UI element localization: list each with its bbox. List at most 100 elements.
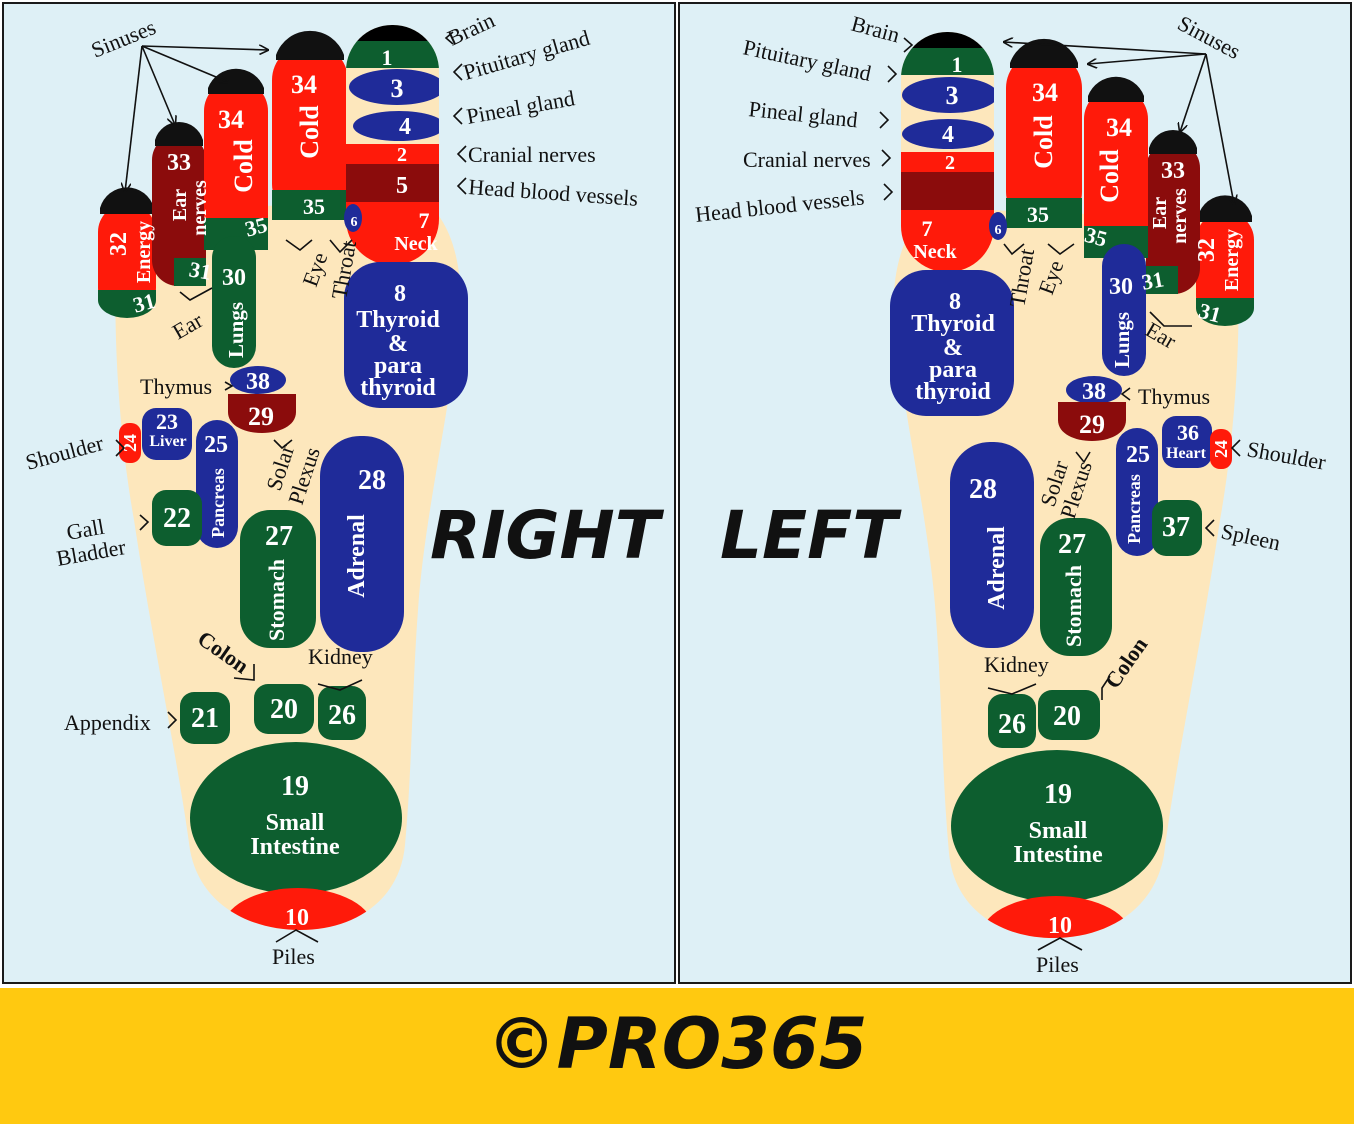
- left-zone-6: 6: [995, 223, 1002, 238]
- left-adrenal-label: Adrenal: [984, 526, 1010, 610]
- left-leader-lines: [879, 38, 1241, 951]
- left-neck-label: Neck: [913, 241, 957, 263]
- right-thymus-shape: [230, 366, 286, 394]
- left-zone-26: 26: [998, 709, 1026, 740]
- right-thyroid-shape: [344, 262, 468, 408]
- right-zone-4: 4: [399, 114, 411, 140]
- left-zone-4: 4: [942, 122, 954, 148]
- left-stomach-shape: [1040, 518, 1112, 656]
- footer-band: [0, 988, 1354, 1124]
- right-liver-label: Liver: [149, 433, 186, 450]
- right-zone-31-toe4: 31: [187, 256, 213, 284]
- left-zone-32: 32: [1194, 238, 1220, 262]
- right-sinuses-label: Sinuses: [88, 14, 160, 62]
- right-shoulder-shape: [119, 423, 141, 463]
- left-zone-8: 8: [949, 289, 961, 315]
- left-zone-27: 27: [1058, 529, 1086, 560]
- right-kidney-shape: [318, 686, 366, 740]
- left-pituitary-label: Pituitary gland: [741, 34, 874, 86]
- right-small-intestine-shape: [190, 742, 402, 894]
- right-head-blood-label: Head blood vessels: [468, 174, 639, 211]
- right-thyroid-3: para: [374, 353, 422, 379]
- right-lungs-shape: [212, 236, 256, 368]
- left-toe-fourth: [1146, 130, 1200, 294]
- right-zone-27: 27: [265, 521, 293, 552]
- right-zone-26: 26: [328, 700, 356, 731]
- right-solar-plexus-shape: [228, 394, 296, 433]
- right-thyroid-4: thyroid: [360, 375, 436, 401]
- right-leader-lines: [115, 31, 467, 943]
- right-ear-nerves-2: nerves: [189, 180, 211, 236]
- right-colon-shape: [254, 684, 314, 734]
- left-zone-28: 28: [969, 474, 997, 505]
- left-brain-label: Brain: [849, 11, 903, 48]
- left-pancreas-shape: [1116, 428, 1158, 556]
- left-small-intestine-1: Small: [1029, 818, 1088, 844]
- reflexology-diagram: 1 3 4 2 5 7 Neck 6 34 Cold 34 Cold 33 Ea…: [23, 7, 1329, 977]
- right-zone-30: 30: [222, 265, 246, 291]
- right-thymus-label: Thymus: [140, 374, 212, 399]
- left-shoulder-label: Shoulder: [1245, 436, 1328, 475]
- right-piles-shape: [222, 888, 374, 930]
- left-zone-38: 38: [1082, 379, 1106, 405]
- left-zone-35-toe2: 35: [1027, 202, 1049, 227]
- right-zone-6-shape: [344, 204, 362, 232]
- left-pineal-label: Pineal gland: [747, 96, 858, 132]
- left-spleen-label: Spleen: [1219, 518, 1283, 555]
- right-toe-big: [346, 25, 439, 265]
- left-cold-toe3: Cold: [1095, 149, 1124, 203]
- left-thymus-label: Thymus: [1138, 384, 1210, 409]
- left-piles-shape: [980, 896, 1132, 938]
- right-appendix-shape: [180, 692, 230, 744]
- left-head-blood-label: Head blood vessels: [694, 184, 866, 227]
- right-zone-6: 6: [351, 215, 358, 230]
- left-solar-plexus-shape: [1058, 402, 1126, 441]
- left-zone-2: 2: [945, 152, 955, 174]
- left-kidney-label: Kidney: [984, 652, 1049, 677]
- left-zone-6-shape: [989, 212, 1007, 240]
- right-zone-10: 10: [285, 905, 309, 931]
- left-stomach-label: Stomach: [1061, 565, 1086, 647]
- right-appendix-label: Appendix: [64, 710, 151, 735]
- right-pancreas-label: Pancreas: [208, 468, 228, 538]
- left-thyroid-1: Thyroid: [911, 311, 995, 337]
- left-zone-20: 20: [1053, 701, 1081, 732]
- left-ear-nerves-1: Ear: [1149, 197, 1171, 229]
- right-adrenal-label: Adrenal: [344, 514, 370, 598]
- right-zone-32: 32: [106, 232, 132, 256]
- right-gall-bladder-shape: [152, 490, 202, 546]
- right-zone-7: 7: [419, 208, 430, 233]
- left-ear-nerves-2: nerves: [1169, 188, 1191, 244]
- left-energy-label: Energy: [1221, 229, 1243, 291]
- right-pancreas-shape: [196, 420, 238, 548]
- left-zone-1: 1: [952, 52, 963, 77]
- left-shoulder-shape: [1210, 429, 1232, 469]
- left-pancreas-label: Pancreas: [1124, 474, 1144, 544]
- left-piles-label: Piles: [1036, 952, 1079, 977]
- right-shoulder-label: Shoulder: [23, 430, 107, 475]
- right-toe-little: [98, 187, 156, 318]
- left-spleen-shape: [1152, 500, 1202, 556]
- left-lungs-shape: [1102, 244, 1146, 376]
- left-adrenal-shape: [950, 442, 1034, 648]
- right-zone-38: 38: [246, 369, 270, 395]
- right-zone-5: 5: [396, 173, 408, 199]
- right-zone-1: 1: [382, 45, 393, 70]
- left-heart-label: Heart: [1166, 445, 1207, 462]
- right-kidney-label: Kidney: [308, 644, 373, 669]
- left-zone-24: 24: [1211, 440, 1231, 458]
- left-cold-toe2: Cold: [1029, 115, 1058, 169]
- right-zone-22: 22: [163, 503, 191, 534]
- left-heart-shape: [1162, 416, 1212, 468]
- left-small-intestine-shape: [951, 750, 1163, 902]
- left-foot-title: LEFT: [720, 497, 902, 574]
- right-thyroid-1: Thyroid: [356, 307, 440, 333]
- right-cranial-label: Cranial nerves: [468, 142, 596, 167]
- left-zone-25: 25: [1126, 442, 1150, 468]
- right-pineal-label: Pineal gland: [465, 85, 577, 129]
- left-thyroid-3: para: [929, 357, 977, 383]
- left-zone-34-toe2: 34: [1032, 78, 1058, 107]
- right-toe-second: [272, 30, 348, 220]
- right-zone-29: 29: [248, 402, 274, 431]
- left-zone-36: 36: [1177, 420, 1199, 445]
